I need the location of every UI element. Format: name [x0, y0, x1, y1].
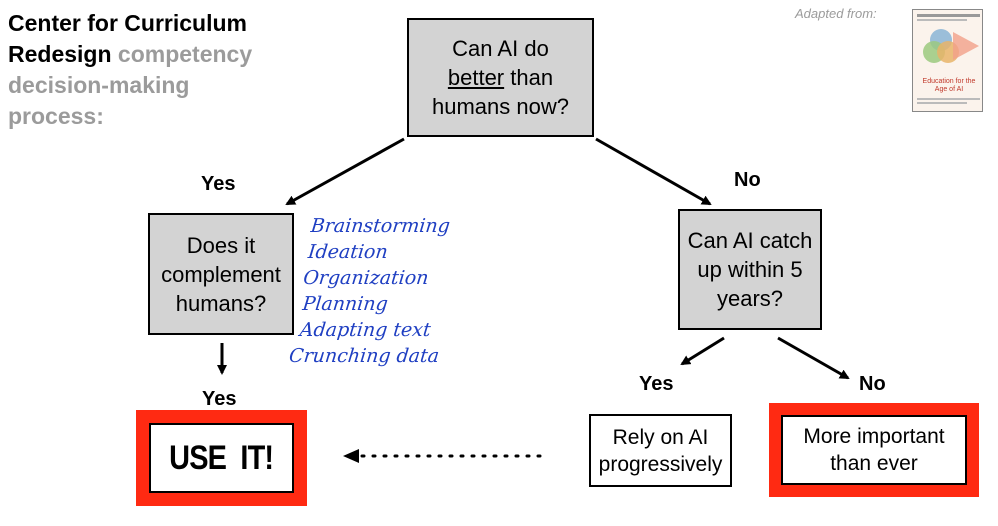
q1-text-3: humans now?: [432, 94, 569, 119]
title-line-3: decision-making: [8, 72, 190, 98]
book-cover-art: [917, 14, 980, 104]
rely-text-1: Rely on AI: [612, 425, 709, 449]
title-line-4: process:: [8, 103, 104, 129]
q2-text-2: complement: [161, 261, 281, 287]
more-important-text-1: More important: [803, 425, 945, 448]
adapted-from-label: Adapted from:: [795, 6, 877, 21]
outcome-more-important-frame: More important than ever: [769, 403, 979, 497]
note-brainstorming: Brainstorming: [309, 215, 452, 237]
arrow-q3-to-rely: [680, 336, 725, 366]
edge-label-q1-yes: Yes: [201, 173, 236, 195]
title-line-1: Center for Curriculum: [8, 10, 247, 36]
edge-label-q3-no: No: [859, 373, 886, 395]
handwritten-notes: Brainstorming Ideation Organization Plan…: [288, 213, 454, 369]
outcome-use-it-frame: USE IT!: [136, 410, 307, 506]
note-crunching-data: Crunching data: [288, 345, 441, 367]
use-it-text: USE IT!: [169, 438, 275, 477]
diagram-title: Center for Curriculum Redesign competenc…: [8, 8, 308, 132]
q1-emphasis: better: [447, 65, 505, 90]
outcome-use-it: USE IT!: [149, 423, 294, 493]
q1-text-2: than: [510, 65, 554, 90]
outcome-more-important: More important than ever: [781, 415, 967, 485]
question-ai-better-now: Can AI do better than humans now?: [407, 18, 594, 137]
edge-label-q3-yes: Yes: [639, 373, 674, 395]
q2-text-1: Does it: [186, 232, 256, 258]
more-important-text-2: than ever: [830, 452, 918, 475]
arrow-q1-to-q3: [595, 137, 712, 206]
q1-text-1: Can AI do: [452, 36, 549, 61]
title-line-2-muted: competency: [117, 41, 253, 67]
note-ideation: Ideation: [306, 241, 389, 263]
note-adapting-text: Adapting text: [298, 319, 432, 341]
book-cover-thumbnail: Education for the Age of AI: [912, 9, 983, 112]
dotted-arrow-head: [343, 449, 359, 463]
q3-text-2: up within 5: [697, 257, 803, 282]
q3-text-3: years?: [716, 286, 784, 311]
arrow-q3-to-more-important: [777, 336, 850, 380]
question-catch-up-5-years: Can AI catch up within 5 years?: [678, 209, 822, 330]
question-complement-humans: Does it complement humans?: [148, 213, 294, 335]
edge-label-q1-no: No: [734, 169, 761, 191]
title-line-2-bold: Redesign: [8, 41, 112, 67]
edge-label-q2-yes: Yes: [202, 388, 237, 410]
q3-text-1: Can AI catch: [687, 228, 813, 253]
book-title: Education for the Age of AI: [922, 78, 976, 93]
note-organization: Organization: [302, 267, 430, 289]
q2-text-3: humans?: [175, 290, 267, 316]
rely-text-2: progressively: [598, 452, 723, 476]
note-planning: Planning: [301, 293, 389, 315]
outcome-rely-on-ai: Rely on AI progressively: [589, 414, 732, 487]
arrow-q1-to-q2: [285, 137, 405, 206]
